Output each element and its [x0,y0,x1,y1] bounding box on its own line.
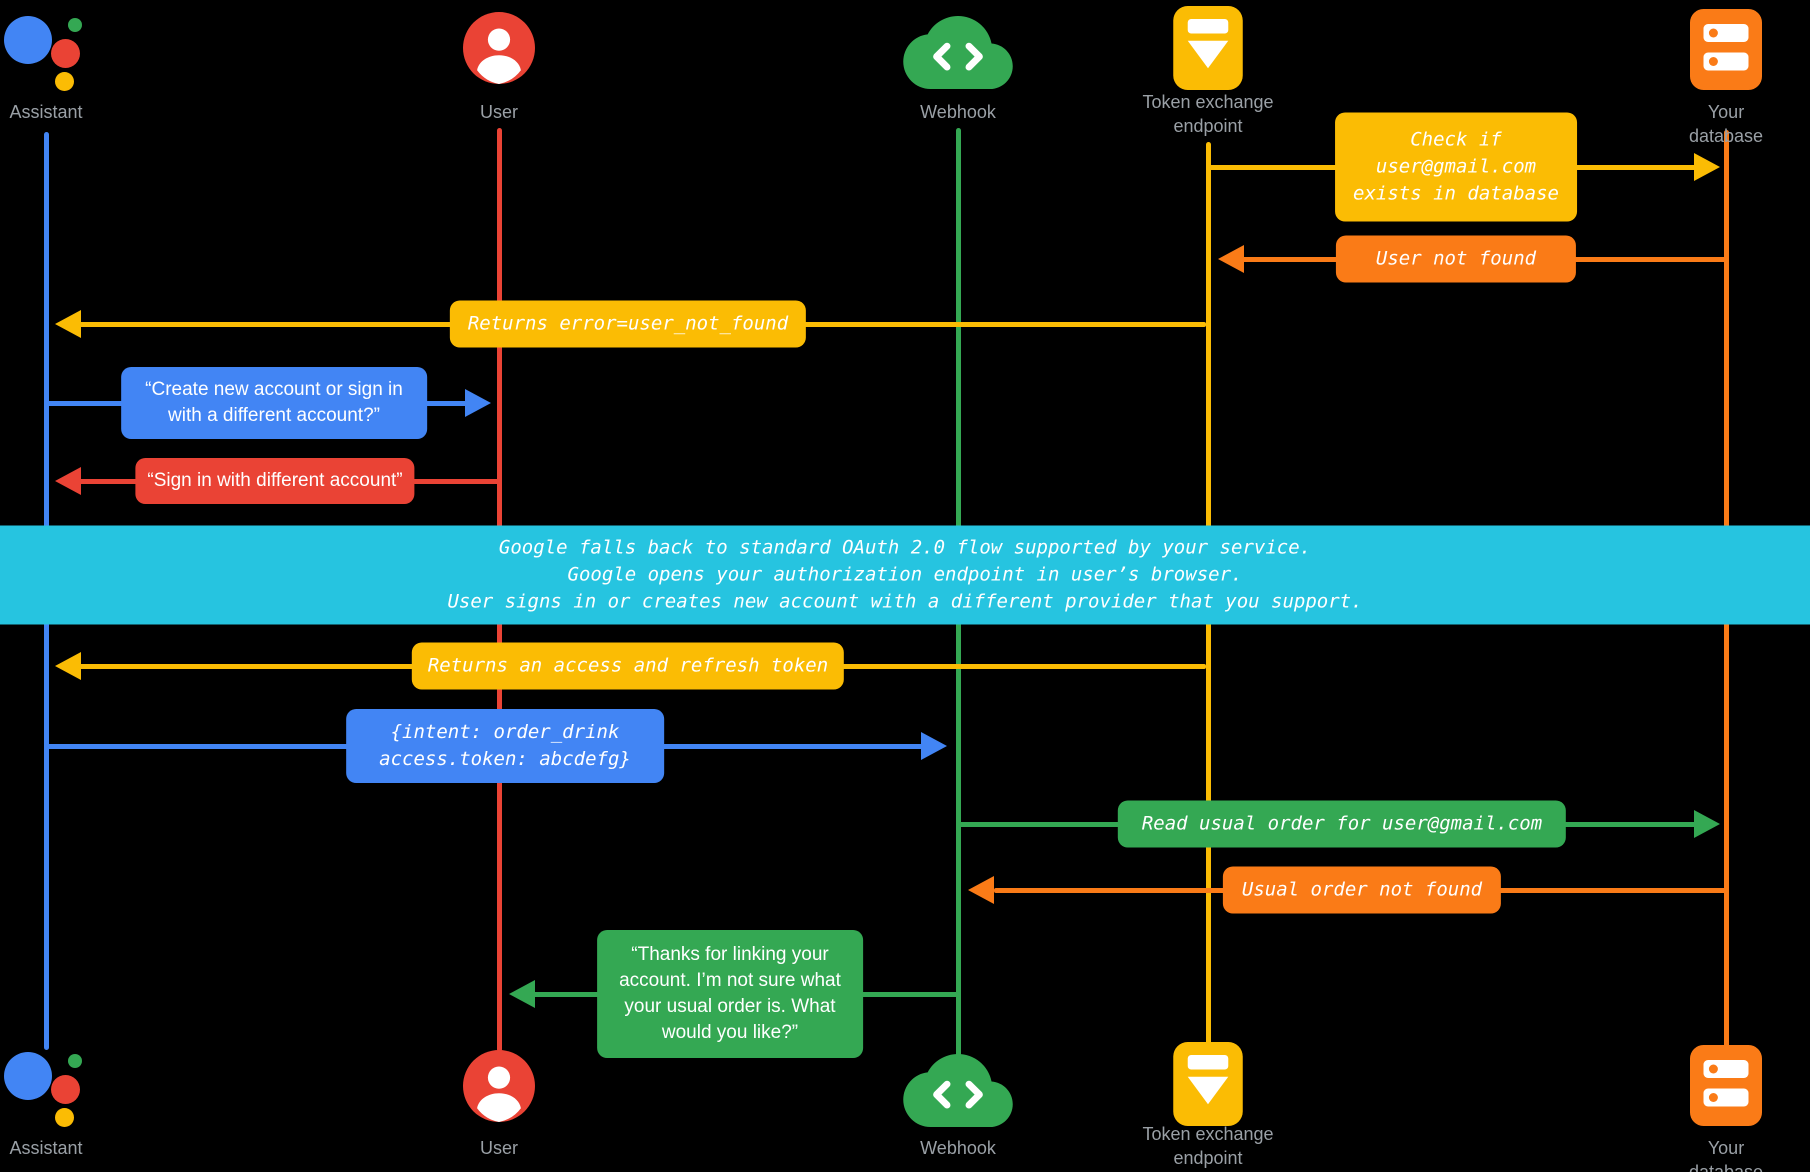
webhook-cloud-code-icon-bottom [903,1054,1013,1127]
webhook-cloud-code-icon [903,16,1013,89]
google-assistant-logo-icon-bottom [0,1042,92,1134]
message-intent-payload: {intent: order_drink access.token: abcde… [346,709,664,783]
message-returns-error: Returns error=user_not_found [449,300,807,348]
assistant-green-dot [68,1054,82,1068]
actor-label-webhook-bottom: Webhook [920,1138,996,1158]
actor-label-token-exchange-bottom: Token exchange endpoint [1142,1124,1274,1168]
actor-label-user-bottom: User [479,1138,519,1158]
assistant-blue-dot [4,16,52,64]
assistant-green-dot [68,18,82,32]
token-exchange-download-box-icon [1173,6,1243,90]
arrowhead-thanks-response [509,980,535,1008]
message-create-account-prompt: “Create new account or sign in with a di… [121,367,427,439]
arrowhead-returns-tokens [55,652,81,680]
oauth-fallback-banner: Google falls back to standard OAuth 2.0 … [0,525,1810,625]
arrowhead-returns-error [55,310,81,338]
actor-label-user-top: User [479,102,519,122]
arrowhead-create-account-prompt [465,389,491,417]
actor-label-assistant-bottom: Assistant [9,1138,83,1158]
token-exchange-download-box-icon-bottom [1173,1042,1243,1126]
assistant-yellow-dot [55,1108,74,1127]
arrowhead-usual-order-not-found [968,876,994,904]
assistant-blue-dot [4,1052,52,1100]
message-user-not-found: User not found [1335,235,1577,283]
arrowhead-read-usual-order [1694,810,1720,838]
user-person-icon-bottom [463,1050,535,1122]
your-database-icon [1690,9,1762,90]
google-assistant-logo-icon [0,6,92,98]
your-database-icon-bottom [1690,1045,1762,1126]
actor-label-webhook-top: Webhook [920,102,996,122]
arrowhead-user-not-found [1218,245,1244,273]
user-person-icon [463,12,535,84]
arrowhead-check-user [1694,153,1720,181]
actor-label-your-database-top: Your database [1688,102,1764,146]
actor-label-token-exchange-top: Token exchange endpoint [1142,92,1274,136]
message-usual-order-not-found: Usual order not found [1222,866,1502,914]
arrowhead-intent [921,732,947,760]
message-check-user-exists: Check if user@gmail.com exists in databa… [1335,112,1577,222]
actor-label-your-database-bottom: Your database [1688,1138,1764,1172]
arrowhead-sign-in-different [55,467,81,495]
assistant-yellow-dot [55,72,74,91]
message-sign-in-different: “Sign in with different account” [135,458,415,504]
actor-label-assistant-top: Assistant [9,102,83,122]
message-thanks-for-linking: “Thanks for linking your account. I’m no… [597,930,863,1058]
message-read-usual-order: Read usual order for user@gmail.com [1117,800,1567,848]
assistant-red-dot [51,1075,80,1104]
assistant-red-dot [51,39,80,68]
message-returns-tokens: Returns an access and refresh token [411,642,845,690]
